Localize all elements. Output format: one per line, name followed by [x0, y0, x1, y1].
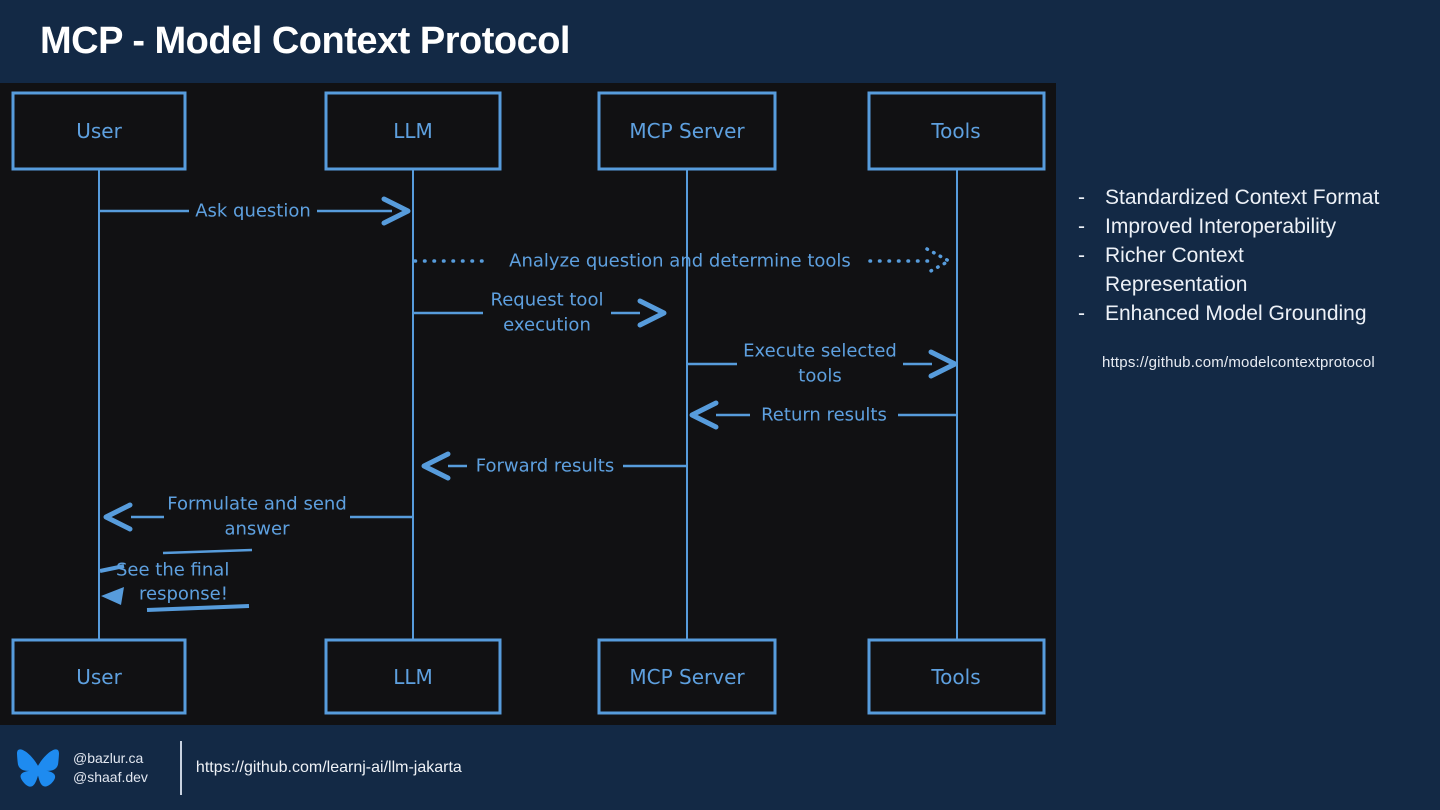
note-label-line2: response!	[139, 584, 228, 605]
message-formulate-answer: Formulate and send answer	[103, 494, 413, 540]
bullet-text: Richer Context Representation	[1105, 244, 1248, 296]
message-label-line1: Request tool	[491, 290, 604, 311]
actor-box-user-bottom	[11, 638, 187, 715]
slide-footer: @bazlur.ca @shaaf.dev https://github.com…	[0, 725, 1440, 810]
arrowhead-right	[928, 349, 958, 379]
message-request-tool-execution: Request tool execution	[413, 290, 667, 336]
message-return-results: Return results	[689, 400, 957, 430]
message-label: Return results	[761, 405, 887, 426]
bullet-text: Improved Interoperability	[1105, 215, 1337, 238]
message-label-line1: Execute selected	[743, 341, 897, 362]
list-item: - Improved Interoperability	[1056, 212, 1440, 241]
bullet-list: - Standardized Context Format - Improved…	[1056, 183, 1440, 328]
actor-box-llm-top	[324, 91, 502, 171]
actor-label-tools-top: Tools	[930, 119, 980, 143]
actor-box-tools-bottom	[867, 638, 1046, 715]
arrowhead-left	[689, 400, 719, 430]
actor-label-tools-bottom: Tools	[930, 665, 980, 689]
actor-label-user-bottom: User	[76, 665, 122, 689]
page-title: MCP - Model Context Protocol	[40, 20, 570, 62]
actor-box-llm-bottom	[324, 638, 502, 715]
actor-boxes-top: User LLM MCP Server Tools	[11, 91, 1046, 171]
message-ask-question: Ask question	[99, 196, 411, 226]
small-arrowhead-left	[101, 587, 124, 605]
actor-box-tools-top	[867, 91, 1046, 171]
key-points-panel: - Standardized Context Format - Improved…	[1056, 83, 1440, 725]
note-final-response: See the final response!	[99, 548, 253, 612]
message-label: Forward results	[476, 456, 614, 477]
bluesky-handle-2: @shaaf.dev	[73, 768, 148, 785]
list-item: - Standardized Context Format	[1056, 183, 1440, 212]
message-label: Analyze question and determine tools	[509, 251, 851, 272]
list-item: - Richer Context Representation	[1056, 241, 1440, 299]
bullet-dash: -	[1078, 302, 1085, 325]
bullet-dash: -	[1078, 186, 1085, 209]
slide-header: MCP - Model Context Protocol	[0, 0, 1440, 83]
sequence-diagram: User LLM MCP Server Tools Ask question A…	[0, 83, 1056, 725]
social-handles: @bazlur.ca @shaaf.dev	[73, 749, 148, 787]
arrowhead-left	[103, 502, 133, 532]
list-item: - Enhanced Model Grounding	[1056, 299, 1440, 328]
mcp-github-url: https://github.com/modelcontextprotocol	[1102, 354, 1375, 371]
actor-label-mcp-top: MCP Server	[629, 119, 745, 143]
actor-box-mcp-server-top	[597, 91, 777, 171]
arrowhead-left	[421, 451, 451, 481]
message-label-line2: execution	[503, 315, 591, 336]
actor-boxes-bottom: User LLM MCP Server Tools	[11, 638, 1046, 715]
message-execute-selected-tools: Execute selected tools	[687, 341, 958, 387]
note-label-line1: See the final	[116, 560, 229, 581]
message-forward-results: Forward results	[421, 451, 687, 481]
message-label-line2: answer	[224, 519, 290, 540]
bluesky-handle-1: @bazlur.ca	[73, 749, 144, 766]
actor-box-user-top	[11, 91, 187, 171]
bullet-dash: -	[1078, 244, 1085, 267]
arrowhead-right-dotted	[925, 247, 951, 275]
message-analyze-question: Analyze question and determine tools	[413, 247, 951, 275]
bullet-text: Standardized Context Format	[1105, 186, 1380, 209]
message-label: Ask question	[195, 201, 311, 222]
actor-label-user-top: User	[76, 119, 122, 143]
actor-box-mcp-server-bottom	[597, 638, 777, 715]
message-label-line2: tools	[798, 366, 841, 387]
bullet-text: Enhanced Model Grounding	[1105, 302, 1367, 325]
repo-url: https://github.com/learnj-ai/llm-jakarta	[195, 758, 462, 776]
actor-label-llm-top: LLM	[393, 119, 433, 143]
arrowhead-right	[637, 298, 667, 328]
message-label-line1: Formulate and send	[167, 494, 347, 515]
actor-label-mcp-bottom: MCP Server	[629, 665, 745, 689]
arrowhead-right	[381, 196, 411, 226]
actor-label-llm-bottom: LLM	[393, 665, 433, 689]
bluesky-logo-icon	[17, 748, 59, 787]
lifelines	[98, 169, 958, 640]
footer-divider	[179, 740, 182, 795]
bullet-dash: -	[1078, 215, 1085, 238]
